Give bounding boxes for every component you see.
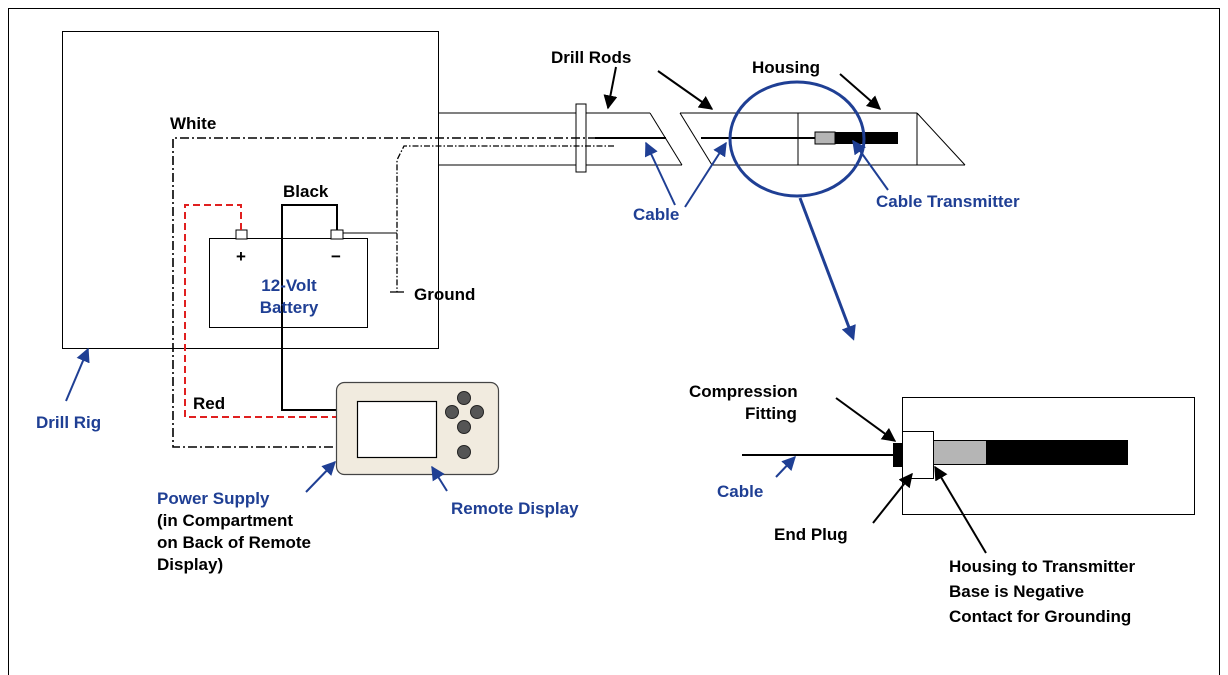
label-power-supply-line1: Power Supply — [157, 489, 270, 508]
label-battery-line1: 12-Volt — [261, 276, 317, 295]
arrow-cable-detail — [775, 455, 796, 478]
arrow-cable-top — [644, 141, 676, 206]
label-power-supply-line4: Display) — [157, 555, 223, 574]
label-contact-line1: Housing to Transmitter — [949, 557, 1135, 576]
label-compression-line1: Compression — [689, 382, 798, 401]
label-contact-line2: Base is Negative — [949, 582, 1084, 601]
label-power-supply-line3: on Back of Remote — [157, 533, 311, 552]
label-power-supply-line2: (in Compartment — [157, 511, 293, 530]
ground-wire — [396, 145, 614, 292]
battery-negative-terminal — [330, 229, 344, 240]
red-wire — [184, 204, 336, 418]
label-minus: − — [331, 247, 341, 266]
transmitter-connector — [933, 440, 987, 465]
label-cable-top: Cable — [633, 205, 679, 224]
label-drill-rig: Drill Rig — [36, 413, 101, 432]
transmitter-connector-small — [814, 131, 836, 145]
label-battery-line2: Battery — [260, 298, 319, 317]
drill-rig-box — [62, 31, 439, 349]
label-remote-display: Remote Display — [451, 499, 579, 518]
arrow-housing — [839, 73, 882, 110]
label-drill-rods: Drill Rods — [551, 48, 631, 67]
battery-positive-terminal — [235, 229, 248, 240]
keypad-button-left — [445, 405, 459, 419]
drill-rods — [438, 103, 683, 173]
keypad-button-center — [457, 420, 471, 434]
compression-fitting — [893, 443, 902, 467]
outer-frame — [8, 8, 1220, 675]
arrow-drill-rods-1 — [603, 66, 618, 110]
arrow-contact — [934, 465, 987, 554]
arrow-remote-display — [431, 465, 448, 492]
white-wire — [172, 137, 614, 448]
zoom-ellipse — [728, 80, 866, 198]
label-plus: + — [236, 247, 246, 266]
label-black: Black — [283, 182, 329, 201]
black-wire — [281, 204, 338, 411]
label-white: White — [170, 114, 216, 133]
label-housing: Housing — [752, 58, 820, 77]
end-plug — [902, 431, 934, 479]
label-cable-transmitter: Cable Transmitter — [876, 192, 1020, 211]
label-compression-line2: Fitting — [745, 404, 797, 423]
keypad-button-right — [470, 405, 484, 419]
keypad-button-top — [457, 391, 471, 405]
keypad-button-bottom — [457, 445, 471, 459]
label-ground: Ground — [414, 285, 475, 304]
transmitter-body-small — [835, 132, 898, 144]
label-cable-detail: Cable — [717, 482, 763, 501]
zoom-arrow — [798, 197, 856, 341]
battery-box — [209, 238, 368, 328]
transmitter-body — [986, 440, 1128, 465]
arrow-drill-rig — [65, 347, 90, 402]
label-end-plug: End Plug — [774, 525, 848, 544]
arrow-drill-rods-2 — [657, 70, 714, 110]
remote-display-screen — [356, 400, 438, 459]
arrow-cable-housing — [684, 141, 727, 208]
arrow-compression-fitting — [835, 397, 897, 442]
arrow-cable-transmitter — [852, 139, 889, 191]
label-red: Red — [193, 394, 225, 413]
label-contact-line3: Contact for Grounding — [949, 607, 1131, 626]
arrow-power-supply — [305, 460, 336, 493]
remote-display — [335, 381, 500, 476]
arrow-end-plug — [872, 472, 913, 524]
